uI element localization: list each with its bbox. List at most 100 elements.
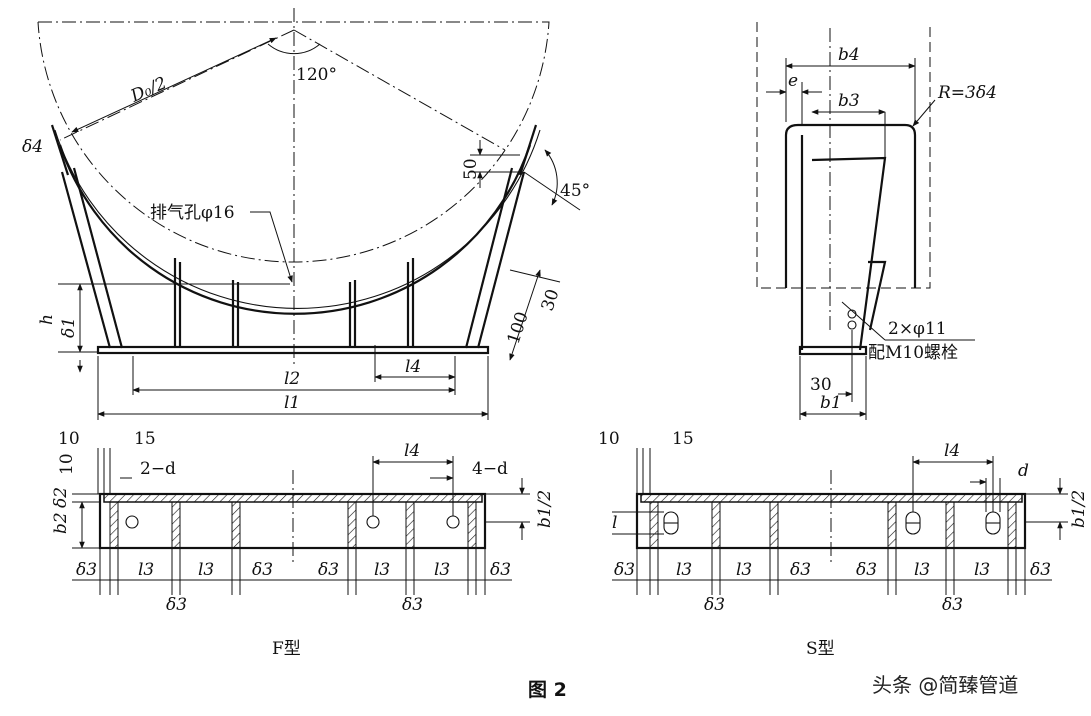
bolt-holes-label: 2×φ11 [888, 319, 947, 339]
f-delta2-label: δ2 [51, 487, 71, 508]
dim-30-label: 30 [810, 375, 832, 395]
angle-45-line [523, 171, 581, 211]
f-delta3-label: δ3 [490, 560, 511, 580]
bolt-spec-label: 配M10螺栓 [868, 343, 958, 363]
s-l-label: l [612, 513, 617, 533]
dim-50-label: 50 [461, 158, 481, 180]
radius-dimension [71, 37, 277, 133]
f-hole [125, 515, 139, 529]
f-bottom-dims [72, 548, 512, 595]
s-bottom-labels: δ3 l3 l3 δ3 δ3 l3 l3 δ3 δ3 δ3 [614, 560, 1051, 615]
right-wear-plate [518, 124, 538, 176]
l2-label: l2 [284, 369, 300, 389]
s-d-label: d [1018, 461, 1029, 481]
s-delta3-label: δ3 [1030, 560, 1051, 580]
saddle-web-arc [58, 144, 532, 315]
b1-label: b1 [820, 393, 842, 413]
bolt-leader [841, 301, 886, 341]
f-l4-label: l4 [404, 441, 420, 461]
f-hole [446, 515, 460, 529]
b4-label: b4 [838, 45, 860, 65]
angle-45-label: 45° [560, 181, 590, 201]
l1-label: l1 [284, 393, 300, 413]
f-ribs [109, 501, 477, 549]
dim-30-ext [509, 269, 561, 283]
f-hole [366, 515, 380, 529]
left-rib-outer [60, 171, 112, 349]
e-label: e [788, 71, 798, 91]
s-l4-label: l4 [944, 441, 960, 461]
side-top-outline [784, 123, 917, 288]
s-l3-label: l3 [974, 560, 990, 580]
side-rib [811, 156, 887, 351]
watermark: 头条 @简臻管道 [872, 673, 1018, 697]
side-rib-lower [868, 260, 887, 331]
vent-hole-leader [250, 211, 293, 283]
f-l3-label: l3 [138, 560, 154, 580]
s-type-plan: 10 15 l4 d l b1/2 δ3 l3 l3 δ3 δ3 l3 l3 δ… [598, 429, 1089, 659]
f-dim-15: 15 [134, 429, 156, 449]
right-rib-inner [464, 167, 514, 349]
s-ribs [649, 501, 1017, 549]
right-rib-outer [476, 171, 526, 349]
f-hole-2d-label: 2−d [140, 459, 176, 479]
front-view: D₀/2 120° δ4 50 45° 排气孔φ16 h δ1 100 30 l… [22, 8, 590, 420]
s-type-label: S型 [806, 639, 835, 659]
f-dim-10-side: 10 [57, 453, 77, 475]
angle-120-arc [267, 43, 321, 55]
left-wear-plate [50, 124, 70, 176]
radius-leader [912, 99, 936, 127]
dim-100 [509, 269, 541, 361]
s-delta3-label: δ3 [614, 560, 635, 580]
bolt-hole [847, 320, 857, 330]
left-rib-inner [72, 167, 124, 349]
figure-caption: 图 2 [528, 679, 567, 701]
f-delta3-label: δ3 [76, 560, 97, 580]
f-l3-label: l3 [434, 560, 450, 580]
f-type-plan: 10 15 10 2−d l4 4−d δ2 b2 b1/2 δ3 l3 l3 … [51, 429, 555, 659]
f-delta3-label: δ3 [318, 560, 339, 580]
base-plate [96, 345, 490, 355]
vessel-phantom-outline [37, 21, 550, 263]
f-type-label: F型 [272, 639, 301, 659]
f-dim-10-top: 10 [58, 429, 80, 449]
s-b1-half-label: b1/2 [1069, 490, 1089, 528]
delta4-label: δ4 [22, 137, 43, 157]
vent-hole-label: 排气孔φ16 [150, 203, 235, 223]
side-view: b4 e b3 R=3δ4 2×φ11 配M10螺栓 30 b1 [756, 22, 997, 420]
s-l3-label: l3 [736, 560, 752, 580]
s-delta3-label: δ3 [704, 595, 725, 615]
angle-45-arc [544, 149, 558, 206]
b3-label: b3 [838, 91, 860, 111]
side-phantom-outline [756, 22, 931, 289]
s-delta3-label: δ3 [856, 560, 877, 580]
s-l3-label: l3 [914, 560, 930, 580]
s-delta3-label: δ3 [942, 595, 963, 615]
s-dim-10: 10 [598, 429, 620, 449]
h-label: h [37, 314, 57, 325]
f-delta3-label: δ3 [252, 560, 273, 580]
radial-line-left [59, 29, 295, 141]
f-b2-label: b2 [51, 512, 71, 534]
angle-120-label: 120° [296, 65, 337, 85]
dim-100-label: 100 [504, 310, 533, 347]
dim-30-label: 30 [538, 287, 564, 314]
f-hole-4d-label: 4−d [472, 459, 508, 479]
side-base-plate [798, 345, 868, 356]
s-dim-15: 15 [672, 429, 694, 449]
radius-label: R=3δ4 [937, 83, 997, 103]
s-l3-label: l3 [676, 560, 692, 580]
f-bottom-labels: δ3 l3 l3 δ3 δ3 l3 l3 δ3 δ3 δ3 [76, 560, 511, 615]
f-l3-label: l3 [198, 560, 214, 580]
f-delta3-label: δ3 [166, 595, 187, 615]
s-bottom-dims [612, 548, 1052, 595]
f-delta3-label: δ3 [402, 595, 423, 615]
f-b1-half-label: b1/2 [535, 490, 555, 528]
s-delta3-label: δ3 [790, 560, 811, 580]
l4-label: l4 [405, 357, 421, 377]
f-l3-label: l3 [374, 560, 390, 580]
radius-label: D₀/2 [127, 73, 170, 107]
delta1-label: δ1 [59, 317, 79, 338]
radial-line-right [293, 29, 506, 151]
